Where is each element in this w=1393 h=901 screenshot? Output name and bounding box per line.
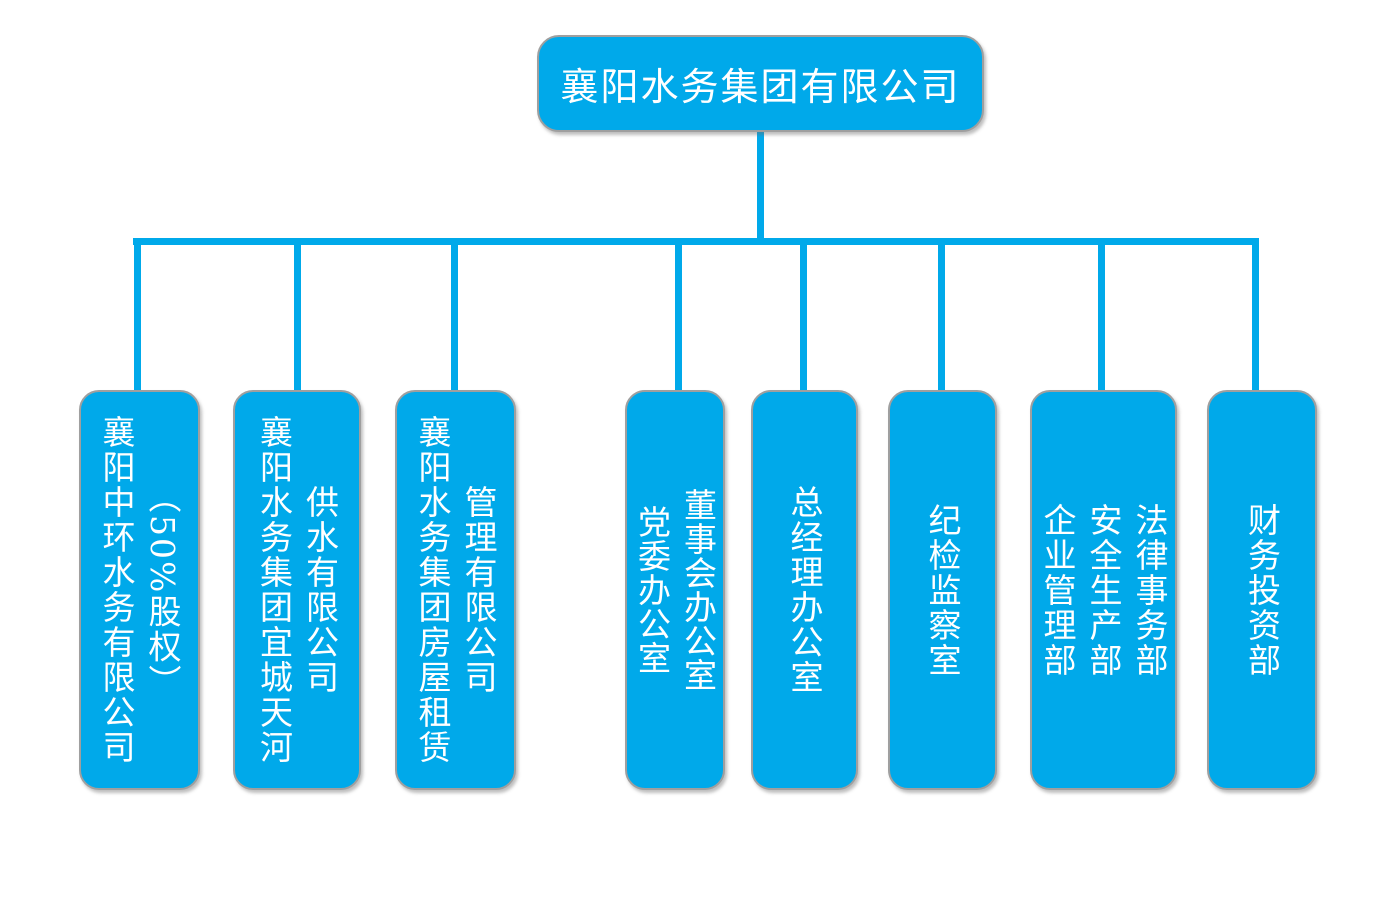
node-enterprise-safety-legal-depts: 企业管理部 安全生产部 法律事务部: [1030, 390, 1177, 790]
node-text-column: 襄阳中环水务有限公司: [97, 415, 136, 765]
connector-drop-7: [1098, 244, 1105, 394]
node-housing-leasing-management: 襄阳水务集团房屋租赁 管理有限公司: [395, 390, 516, 790]
node-text-column: 襄阳水务集团房屋租赁: [413, 415, 452, 765]
node-discipline-inspection-office: 纪检监察室: [888, 390, 997, 790]
node-text-column: 党委办公室: [632, 505, 672, 675]
node-text-column: 企业管理部: [1038, 502, 1077, 678]
node-general-manager-office: 总经理办公室: [751, 390, 858, 790]
node-text-column: 供水有限公司: [300, 485, 340, 695]
connector-horizontal-bar: [133, 238, 1259, 245]
node-yicheng-tianhe-water-supply: 襄阳水务集团宜城天河 供水有限公司: [233, 390, 361, 790]
node-text-column: 管理有限公司: [459, 485, 498, 695]
node-finance-investment-dept: 财务投资部: [1207, 390, 1317, 790]
connector-stem: [757, 131, 764, 245]
node-text-column: 总经理办公室: [785, 485, 824, 695]
node-text-column: 财务投资部: [1242, 502, 1282, 678]
connector-drop-6: [938, 244, 945, 394]
node-board-party-committee-office: 党委办公室 董事会办公室: [625, 390, 725, 790]
node-text-column: 襄阳水务集团宜城天河: [254, 415, 294, 765]
node-text-column: 安全生产部: [1084, 502, 1123, 678]
node-zhonghuan-water: 襄阳中环水务有限公司 （50%股权）: [79, 390, 200, 790]
node-text-column: 纪检监察室: [923, 502, 962, 678]
connector-drop-4: [675, 244, 682, 394]
root-node-title: 襄阳水务集团有限公司: [560, 65, 961, 109]
connector-drop-3: [451, 244, 458, 394]
root-node-xiangyang-water-group: 襄阳水务集团有限公司: [537, 35, 984, 132]
node-text-column: 董事会办公室: [678, 488, 718, 692]
connector-drop-2: [294, 244, 301, 394]
connector-drop-1: [134, 244, 141, 394]
connector-drop-8: [1252, 244, 1259, 394]
node-text-column: （50%股权）: [143, 480, 182, 700]
connector-drop-5: [800, 244, 807, 394]
node-text-column: 法律事务部: [1130, 502, 1169, 678]
